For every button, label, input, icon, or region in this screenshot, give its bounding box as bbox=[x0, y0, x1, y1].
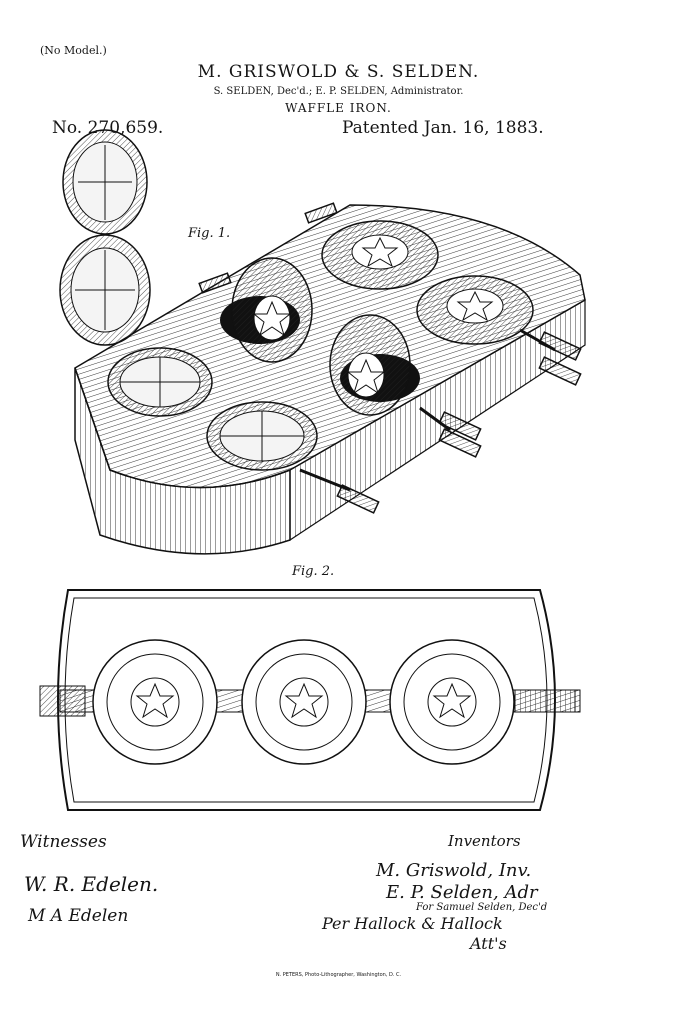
pan-upright-1 bbox=[231, 257, 313, 363]
fig2-label: Fig. 2. bbox=[292, 564, 335, 579]
patent-subject: WAFFLE IRON. bbox=[285, 101, 392, 115]
pan-flat-1 bbox=[321, 220, 439, 290]
attorney-label: Att's bbox=[470, 934, 507, 953]
fig2-pan-3 bbox=[389, 639, 515, 765]
inventor-signature-1: M. Griswold, Inv. bbox=[376, 860, 532, 881]
administrator-line: S. SELDEN, Dec'd.; E. P. SELDEN, Adminis… bbox=[213, 86, 464, 97]
witness-signature-2: M A Edelen bbox=[28, 906, 129, 926]
handles bbox=[198, 202, 582, 514]
engraver-credit: N. PETERS, Photo-Lithographer, Washingto… bbox=[275, 972, 402, 978]
patent-number: No. 270,659. bbox=[52, 118, 164, 138]
waffle-lid-2 bbox=[59, 234, 151, 346]
inventors-line: M. GRISWOLD & S. SELDEN. bbox=[197, 62, 480, 82]
no-model-note: (No Model.) bbox=[40, 44, 107, 57]
fig2-pan-2 bbox=[241, 639, 367, 765]
witness-signature-1: W. R. Edelen. bbox=[24, 872, 159, 896]
waffle-plate-open-2 bbox=[206, 401, 318, 471]
inventor-note: For Samuel Selden, Dec'd bbox=[416, 902, 548, 913]
inventors-label: Inventors bbox=[448, 832, 521, 850]
waffle-plate-open-1 bbox=[107, 347, 213, 417]
pan-flat-2 bbox=[416, 275, 534, 345]
attorney-signature: Per Hallock & Hallock bbox=[322, 914, 503, 933]
inventor-signature-2: E. P. Selden, Adr bbox=[386, 882, 538, 903]
witnesses-label: Witnesses bbox=[20, 832, 107, 852]
pan-upright-2 bbox=[329, 314, 411, 416]
fig2-pan-1 bbox=[92, 639, 218, 765]
waffle-lid-1 bbox=[62, 129, 148, 235]
patent-date: Patented Jan. 16, 1883. bbox=[342, 118, 544, 138]
fig1-label: Fig. 1. bbox=[188, 226, 231, 241]
